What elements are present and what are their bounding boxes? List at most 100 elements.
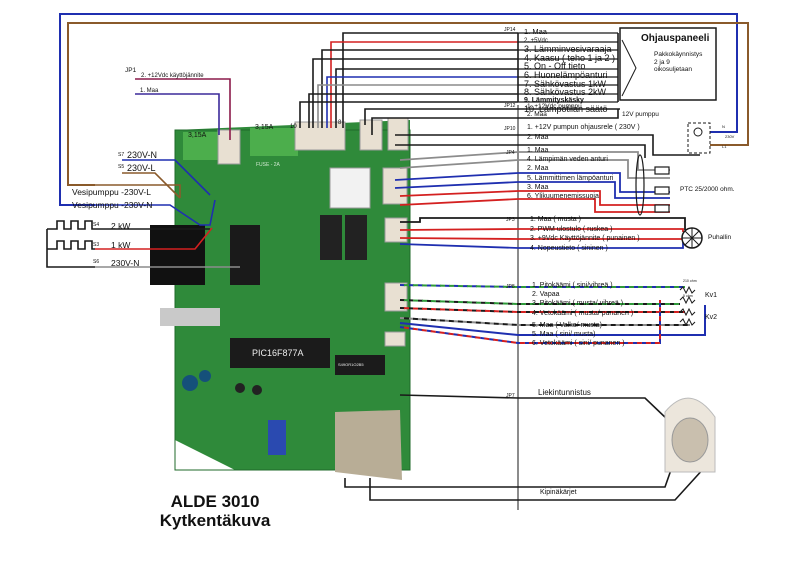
heater-1kw (47, 240, 95, 250)
relay-n-label: N (722, 124, 725, 129)
s3-label: 1 kW (111, 240, 131, 250)
jp14-pin: 8. Sähkövastus 2kW (524, 87, 607, 98)
s6-label: 230V-N (111, 258, 140, 268)
jp3-pin: 3. +9Vdc Käyttöjännite ( punainen ) (530, 235, 640, 242)
pic-chip-label: PIC16F877A (252, 348, 304, 358)
jp10-label: JP10 (504, 126, 516, 132)
jp8-label: JP8 (506, 284, 515, 290)
jp7-wires (344, 394, 706, 501)
control-panel-note-3: oikosuljetaan (654, 66, 692, 73)
jp14-pin: 1. Maa (524, 27, 547, 36)
pump-l-label: Vesipumppu -230V-L (72, 187, 151, 197)
jp12-jp10-wires (364, 105, 700, 510)
jp14-pin: 2. +5Vdc (524, 37, 548, 44)
pic-chip (230, 338, 330, 368)
heat-sink (160, 308, 220, 326)
ptc-sensor-3 (654, 204, 670, 213)
pump-lamp-icon (693, 127, 703, 137)
coil-kv1-hold (679, 285, 696, 295)
ptc-note: PTC 25/2000 ohm. (680, 186, 735, 193)
jp8-pin: 5. Maa ( sini/ musta) (532, 331, 596, 339)
valve-kv1-label: Kv1 (705, 292, 718, 299)
jp4-pin: 5. Lämmittimen lämpöanturi (527, 174, 614, 182)
jp1-label: JP1 (125, 67, 137, 74)
s3-id: S3 (93, 242, 100, 248)
jp10-pin-2: 2. Maa (527, 134, 549, 141)
ignition-transformer (335, 410, 402, 480)
jp4-pin: 2. Maa (527, 165, 549, 173)
jp3-label: JP3 (506, 217, 515, 223)
coil-rating-1: 210 ohm (683, 279, 697, 283)
jp8-pin: 6. Vetokäämi ( sini/ punanen ) (532, 340, 625, 348)
trimmer (268, 420, 286, 455)
relay-1 (320, 215, 342, 260)
flame-sensor-label: Liekintunnistus (538, 388, 591, 397)
pump-n-label: Vesipumppu -230V-N (72, 200, 153, 210)
jp8-pin: 4. Vetokäämi ( musta/ punanen ) (532, 309, 634, 317)
s5-label: 230V-L (127, 163, 156, 173)
jp14-label: JP14 (504, 27, 516, 33)
eeprom-chip-label: S49OR1O2B5 (338, 362, 364, 367)
burner-electrode (664, 397, 716, 473)
diagram-title: ALDE 3010 (170, 492, 260, 511)
jp4-label: JP4 (506, 150, 515, 156)
s5-id: S5 (118, 164, 125, 170)
jp4-pin: 6. Ylikuumenemissuoja (527, 193, 599, 201)
relay-2 (345, 215, 367, 260)
jp1-pin-1: 1. Maa (140, 88, 159, 94)
power-relay (150, 225, 205, 285)
spark-electrodes-label: Kipinäkärjet (540, 489, 577, 496)
jp14-wires (299, 32, 619, 128)
ptc-sensor-1 (654, 166, 670, 175)
jp8-pin: 3. Pitokäämi ( musta/ vihreä ) (532, 300, 624, 308)
capacitor (235, 383, 245, 393)
capacitor (199, 370, 211, 382)
heater-2kw (47, 220, 95, 230)
capacitor (182, 375, 198, 391)
jp4-wires (394, 151, 670, 216)
ptc-sensor-2 (654, 186, 670, 195)
power-wires (46, 159, 240, 268)
fuse-2-label: 3,15A (255, 124, 274, 131)
jp8-pin: 5. Maa ( Valko/ musta) (532, 321, 602, 329)
jp4-pin: 4. Lämpimän veden anturi (527, 156, 608, 164)
s4-id: S4 (93, 222, 100, 228)
jp8-pin: 2. Vapaa (532, 291, 560, 299)
capacitor (252, 385, 262, 395)
relay-white (329, 167, 371, 209)
relay-3 (230, 225, 260, 285)
connector-pin-8: 8 (338, 120, 342, 126)
connector-jp12 (359, 119, 383, 151)
pump-label: 12V pumppu (622, 111, 659, 118)
fuse-holder-2 (250, 128, 298, 156)
jp14-pin: 4. Kaasu ( teho 1 ja 2 ) (524, 52, 616, 63)
pcb-board (150, 117, 411, 480)
jp14-pin-list: 1. Maa 2. +5Vdc 3. Lämminvesivaraaja 4. … (524, 27, 616, 115)
s7-label: 230V-N (127, 150, 158, 160)
jp8-wires (399, 284, 706, 344)
jp3-pin-list: 1. Maa ( musta ) 2. PWM ulostulo ( ruske… (530, 215, 640, 253)
jp1-wires (135, 78, 231, 140)
fan-label: Puhallin (708, 234, 732, 241)
panel-bridge-mark (621, 39, 637, 97)
control-panel-title: Ohjauspaneeli (641, 33, 710, 44)
jp14-pin: 9. Lämmityskäsky (524, 96, 584, 104)
jp4-pin: 3. Maa (527, 183, 549, 191)
connector-jp1 (217, 129, 241, 165)
control-panel-note-1: Pakkokäynnistys (654, 51, 703, 58)
jp3-pin: 2. PWM ulostulo ( ruskea ) (530, 225, 613, 233)
fuse-1-label: 3,15A (188, 132, 207, 139)
jp1-pin-2: 2. +12Vdc käyttöjännite (141, 73, 204, 79)
jp3-pin: 4. Nopeustieto ( sininen ) (530, 244, 608, 252)
jp14-pin: 5. On - Off tieto (524, 61, 586, 72)
s4-label: 2 kW (111, 221, 131, 231)
jp14-pin: 10. Lämpötilan säätö (524, 104, 608, 115)
jp14-pin: 6. Huonelämpöanturi (524, 69, 608, 80)
fan-icon (681, 227, 703, 249)
eeprom-chip (335, 355, 385, 375)
connector-jp8 (384, 282, 408, 312)
coil-rating-2: 5 ohm (683, 294, 693, 298)
jp3-wires (399, 217, 686, 249)
relay-voltage-label: 230V (725, 134, 735, 139)
